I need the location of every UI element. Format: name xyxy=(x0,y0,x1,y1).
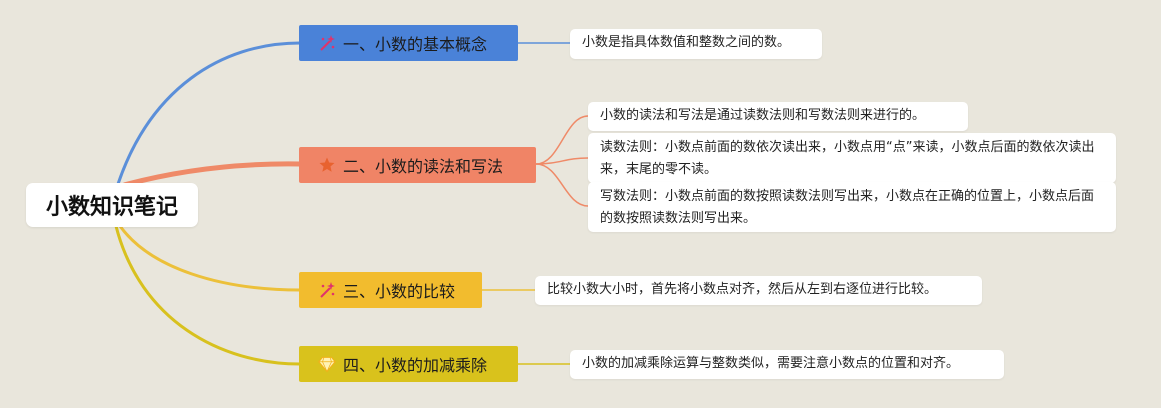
sparkle-wand-icon xyxy=(317,33,337,53)
branch-comparison[interactable]: 三、小数的比较 xyxy=(299,272,482,308)
connector-branch-2-leaf-2 xyxy=(535,157,589,165)
leaf-comparison-1: 比较小数大小时，首先将小数点对齐，然后从左到右逐位进行比较。 xyxy=(535,276,982,305)
connector-root-branch-1 xyxy=(116,41,301,185)
sparkle-wand-icon xyxy=(317,280,337,300)
branch-read-write[interactable]: 二、小数的读法和写法 xyxy=(299,147,536,183)
root-topic[interactable]: 小数知识笔记 xyxy=(26,183,198,227)
branch-label: 二、小数的读法和写法 xyxy=(343,157,504,176)
branch-label: 三、小数的比较 xyxy=(343,282,456,301)
leaf-arithmetic-1: 小数的加减乘除运算与整数类似，需要注意小数点的位置和对齐。 xyxy=(570,350,1004,379)
branch-label: 一、小数的基本概念 xyxy=(343,35,488,54)
branch-label: 四、小数的加减乘除 xyxy=(343,356,488,375)
branch-basic-concept[interactable]: 一、小数的基本概念 xyxy=(299,25,518,61)
connector-branch-2-leaf-3 xyxy=(535,163,589,207)
root-topic-label: 小数知识笔记 xyxy=(45,195,178,220)
leaf-basic-concept-1: 小数是指具体数值和整数之间的数。 xyxy=(570,29,822,59)
star-icon xyxy=(317,155,337,175)
leaf-read-write-3: 写数法则：小数点前面的数按照读数法则写出来，小数点在正确的位置上，小数点后面的数… xyxy=(588,182,1116,232)
leaf-read-write-2: 读数法则：小数点前面的数依次读出来，小数点用“点”来读，小数点后面的数依次读出来… xyxy=(588,133,1116,183)
connector-root-branch-3 xyxy=(118,225,301,292)
connector-branch-2-leaf-1 xyxy=(535,115,589,165)
diamond-icon xyxy=(317,354,337,374)
connector-root-branch-2 xyxy=(123,161,301,188)
connector-root-branch-4 xyxy=(114,225,301,366)
branch-arithmetic[interactable]: 四、小数的加减乘除 xyxy=(299,346,518,382)
leaf-read-write-1: 小数的读法和写法是通过读数法则和写数法则来进行的。 xyxy=(588,102,968,131)
